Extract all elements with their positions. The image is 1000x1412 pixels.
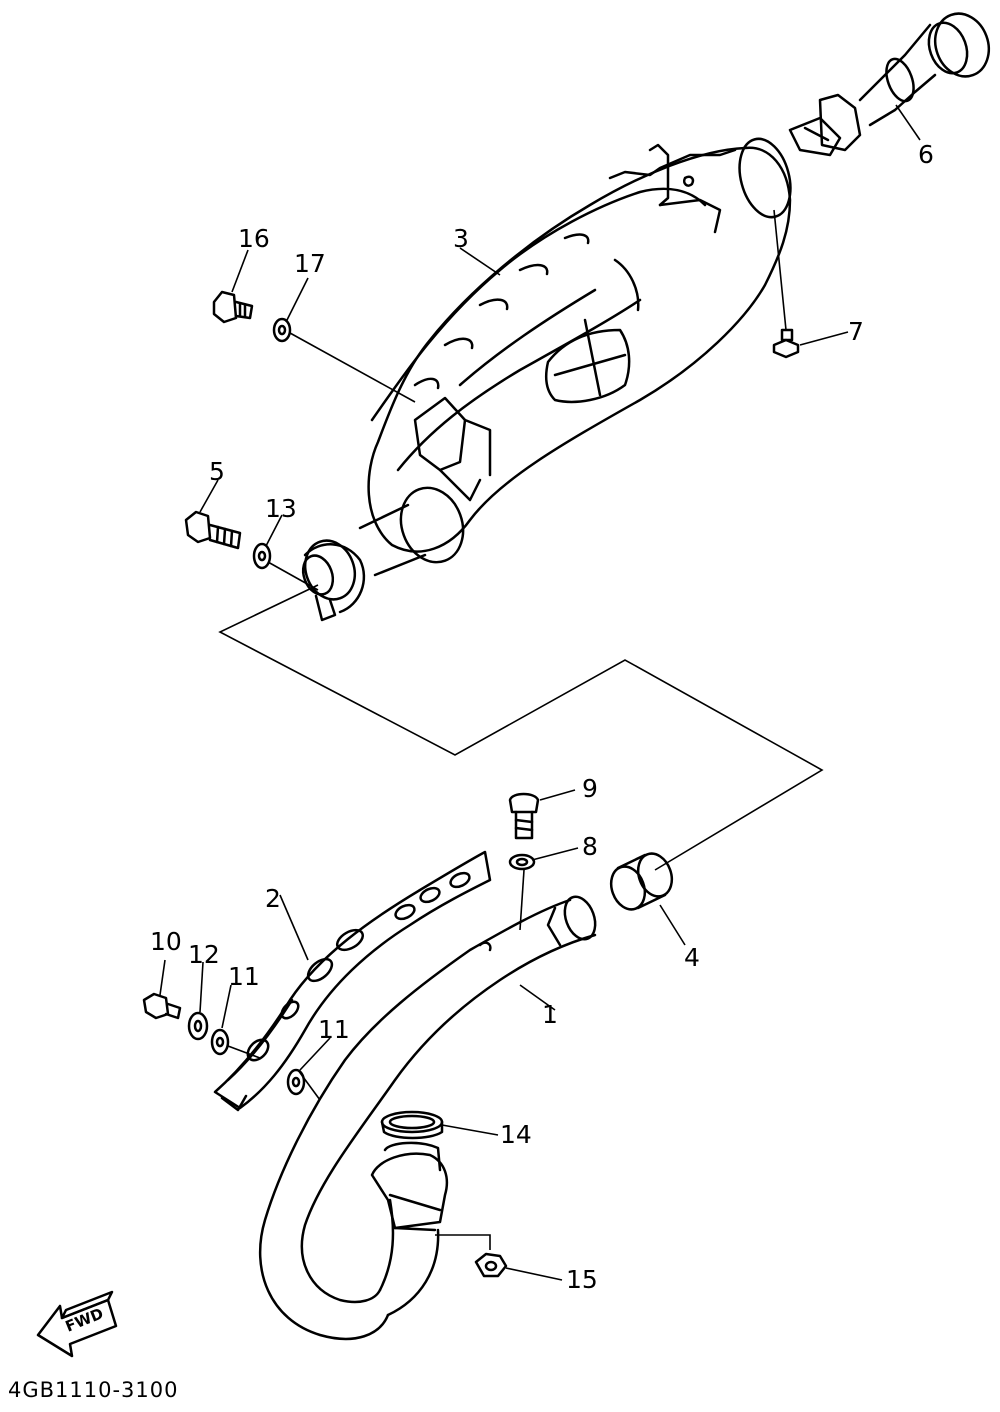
callout-6: 6 (918, 140, 934, 169)
part-code: 4GB1110-3100 (8, 1378, 179, 1402)
callout-5: 5 (209, 457, 225, 486)
protector-part (213, 850, 492, 1112)
washer-8 (508, 853, 536, 871)
tail-pipe-part (788, 12, 991, 157)
callout-11-lower: 11 (318, 1015, 350, 1044)
muffler-part (301, 137, 792, 622)
callout-3: 3 (453, 224, 469, 253)
screw-7 (772, 328, 800, 359)
leader-lines (159, 104, 921, 1281)
gasket-part (609, 852, 674, 911)
callout-labels: 1 2 3 4 5 6 7 8 9 10 11 11 12 13 14 15 1… (150, 140, 934, 1294)
washer-17 (272, 317, 292, 343)
washer-11-lower (286, 1068, 306, 1096)
callout-9: 9 (582, 774, 598, 803)
callout-10: 10 (150, 927, 182, 956)
callout-8: 8 (582, 832, 598, 861)
callout-16: 16 (238, 224, 270, 253)
fwd-arrow-icon (36, 1290, 118, 1358)
callout-17: 17 (294, 249, 326, 278)
bolt-5 (184, 510, 242, 550)
callout-4: 4 (684, 943, 700, 972)
washer-13 (252, 542, 272, 570)
callout-11-upper: 11 (228, 962, 260, 991)
callout-15: 15 (566, 1265, 598, 1294)
callout-13: 13 (265, 494, 297, 523)
callout-2: 2 (265, 884, 281, 913)
exhaust-pipe-part (258, 895, 597, 1341)
callout-1: 1 (542, 1000, 558, 1029)
callout-7: 7 (848, 317, 864, 346)
bolt-10 (142, 992, 182, 1020)
bolt-9 (508, 792, 540, 840)
callout-14: 14 (500, 1120, 532, 1149)
nut-15 (474, 1252, 508, 1278)
washer-12 (187, 1011, 209, 1041)
bolt-16 (212, 290, 254, 324)
callout-12: 12 (188, 940, 220, 969)
gasket-14-part (380, 1110, 444, 1140)
washer-11-upper (210, 1028, 230, 1056)
